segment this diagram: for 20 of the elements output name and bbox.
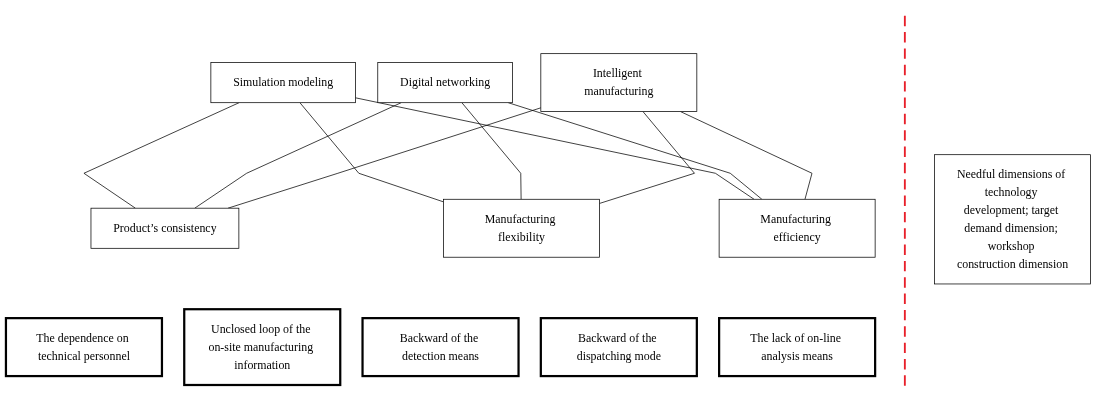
node-box: Intelligent manufacturing xyxy=(540,53,698,112)
node-box: Unclosed loop of the on-site manufacturing information xyxy=(183,308,342,387)
connector xyxy=(227,107,542,209)
node-box: Product’s consistency xyxy=(90,207,240,249)
node-box: The dependence on technical personnel xyxy=(4,317,164,378)
node-box: The lack of on-line analysis means xyxy=(718,317,877,378)
node-box: Digital networking xyxy=(377,62,513,104)
connector xyxy=(680,111,813,200)
connector xyxy=(599,111,695,204)
node-box: Manufacturing efficiency xyxy=(718,198,876,258)
node-box: Manufacturing flexibility xyxy=(443,198,600,258)
node-box: Simulation modeling xyxy=(210,62,356,104)
node-box: Backward of the dispatching mode xyxy=(539,317,698,378)
connector xyxy=(83,102,240,209)
connector xyxy=(299,102,444,203)
connector xyxy=(355,97,755,200)
connector xyxy=(194,102,402,209)
node-box: Backward of the detection means xyxy=(361,317,520,378)
connector xyxy=(461,102,522,200)
node-box: Needful dimensions of technology development; target demand dimension; workshop construction dimension xyxy=(934,154,1091,285)
